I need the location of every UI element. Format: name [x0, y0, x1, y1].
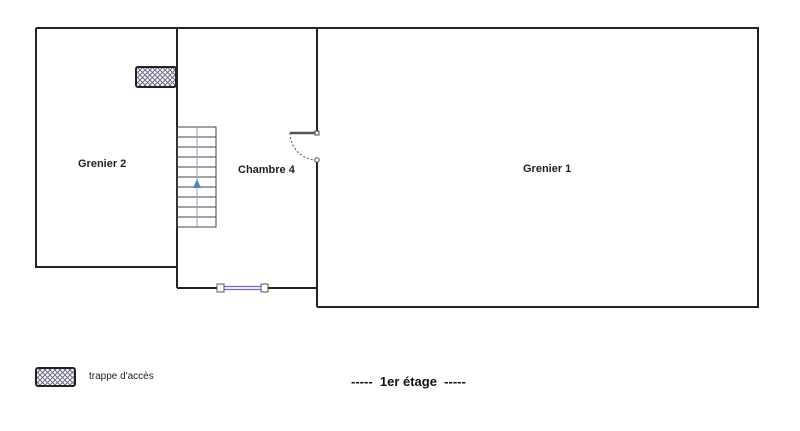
access-trapdoor-icon	[135, 66, 177, 88]
window-icon	[216, 283, 269, 293]
room-label-grenier-2: Grenier 2	[78, 158, 127, 170]
legend-hatch-swatch-icon	[35, 367, 76, 387]
door-swing-icon	[289, 130, 320, 163]
staircase-icon	[176, 126, 217, 228]
legend-label-trapdoor: trappe d'accès	[89, 371, 154, 382]
floor-title: ----- 1er étage -----	[351, 374, 466, 389]
room-label-grenier-1: Grenier 1	[523, 163, 572, 175]
stair-direction-arrow-icon	[193, 179, 201, 188]
room-grenier-1-walls	[317, 27, 759, 308]
room-label-chambre-4: Chambre 4	[238, 164, 295, 176]
